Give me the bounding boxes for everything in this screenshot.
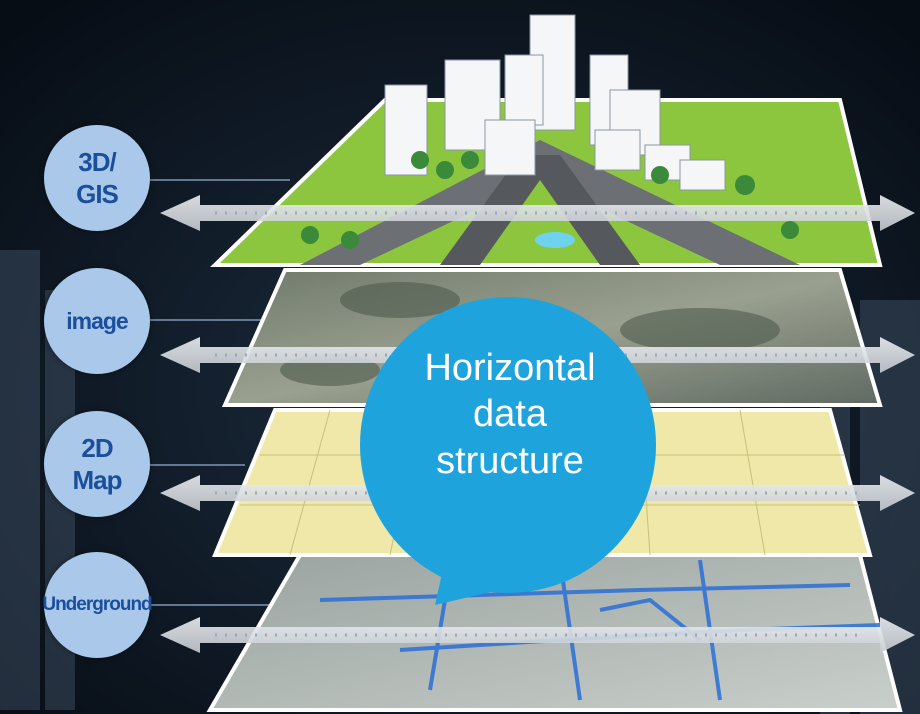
label-circle-image: image [44,268,150,374]
arrow-row-4 [160,617,915,653]
arrow-row-1 [160,195,915,231]
city-layer [210,14,883,267]
label-underground: Underground [42,594,152,616]
bubble-line-2: data [473,393,547,436]
fountain [535,232,575,248]
label-circle-2d-map: 2D Map [44,411,150,517]
label-3d-gis-line1: 3D/ [78,146,116,177]
label-2d-map-line1: 2D [81,432,113,463]
bubble-text: Horizontal data structure [375,345,645,484]
speech-bubble [360,297,656,605]
label-3d-gis-line2: GIS [76,179,119,209]
label-image: image [66,307,128,334]
label-2d-map-line2: Map [72,465,123,495]
label-circle-3d-gis: 3D/ GIS [44,125,150,231]
label-circle-underground: Underground [42,552,153,658]
bubble-line-1: Horizontal [424,347,596,389]
bubble-line-3: structure [436,439,584,482]
